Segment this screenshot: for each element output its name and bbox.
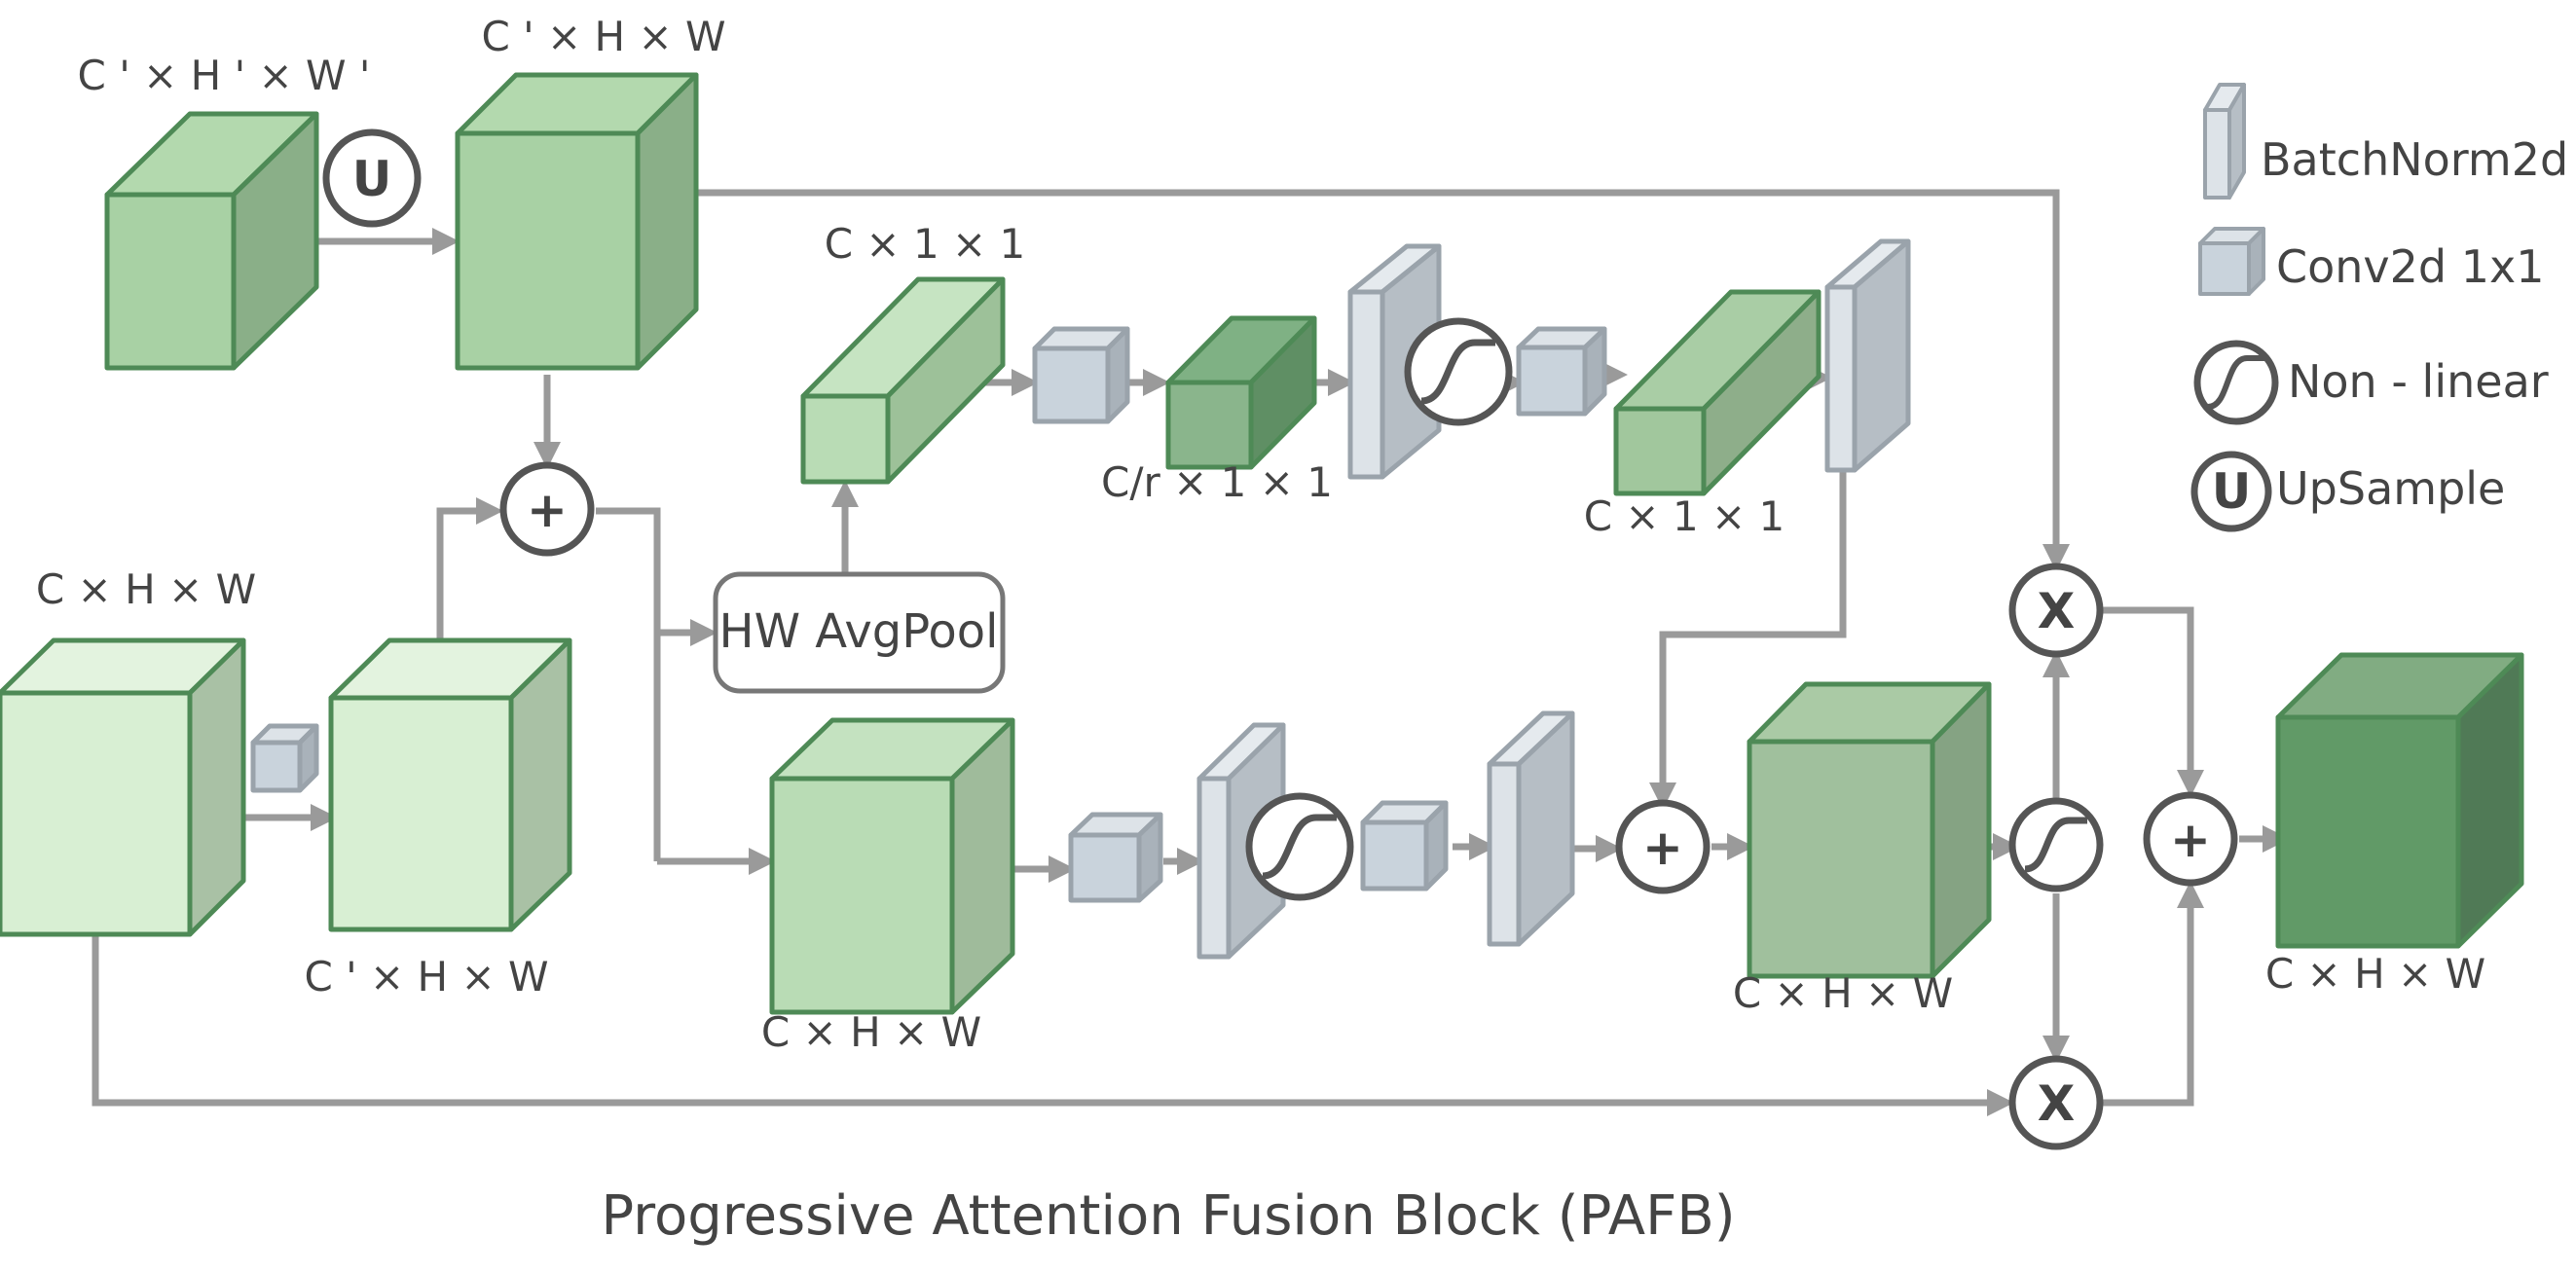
dim-label-upsampled: C ' × H × W	[481, 13, 725, 60]
dim-label-left-input: C × H × W	[36, 565, 256, 613]
line-add-out	[596, 507, 661, 861]
dim-label-pooled: C × 1 × 1	[825, 220, 1026, 268]
dim-label-output: C × H × W	[2265, 950, 2485, 998]
sigmoid-icon	[2008, 797, 2104, 892]
conv-block-4	[1360, 800, 1449, 891]
sigmoid-icon	[1404, 317, 1513, 426]
arrow-bn2-to-add2	[1649, 472, 1847, 810]
svg-text:+: +	[1642, 819, 1683, 876]
dim-label-mid-feature: C × H × W	[761, 1008, 981, 1056]
conv-block-3	[1068, 812, 1163, 903]
legend-batchnorm-label: BatchNorm2d	[2261, 133, 2568, 186]
svg-text:U: U	[352, 151, 392, 207]
legend: BatchNorm2d Conv2d 1x1 Non - linear U Up…	[2190, 83, 2568, 532]
dim-label-reduced: C/r × 1 × 1	[1101, 458, 1333, 506]
pooled-vector	[800, 276, 1006, 485]
dim-label-expanded: C × 1 × 1	[1584, 492, 1785, 540]
arrow-skip-to-multiply-bottom	[92, 936, 2014, 1116]
dim-label-conv-out: C ' × H × W	[304, 953, 548, 1000]
conv-out-cube	[328, 637, 572, 932]
input-cube-left	[0, 637, 246, 937]
output-cube	[2275, 652, 2524, 949]
upsample-icon: U	[2190, 451, 2272, 532]
dim-label-fused-feature: C × H × W	[1733, 969, 1953, 1017]
fused-feature-cube	[1747, 681, 1992, 979]
avgpool-box: HW AvgPool	[713, 571, 1006, 694]
upsample-icon: U	[322, 128, 422, 228]
avgpool-label: HW AvgPool	[718, 604, 998, 659]
svg-text:U: U	[2212, 463, 2252, 520]
arrow-upsampled-to-multiply-top	[667, 189, 2070, 571]
dim-label-top-input: C ' × H ' × W '	[78, 52, 371, 99]
diagram-title: Progressive Attention Fusion Block (PAFB…	[601, 1184, 1735, 1248]
legend-nonlinear-label: Non - linear	[2288, 355, 2549, 408]
arrow-multiply-top-to-add	[2103, 606, 2204, 797]
sigmoid-icon	[2193, 340, 2279, 425]
svg-text:X: X	[2038, 1075, 2076, 1132]
multiply-icon: X	[2008, 1055, 2104, 1150]
conv-block-1	[1032, 326, 1130, 424]
bn-block-2	[1824, 238, 1911, 473]
conv-block-left	[250, 723, 319, 793]
multiply-icon: X	[2008, 563, 2104, 658]
legend-upsample-label: UpSample	[2276, 462, 2505, 515]
batchnorm-icon	[2203, 83, 2246, 200]
svg-text:+: +	[2170, 812, 2211, 868]
bn-block-4	[1487, 710, 1575, 947]
arrow-conv-out-to-add	[436, 497, 503, 672]
svg-text:+: +	[527, 482, 568, 538]
add-icon: +	[1615, 799, 1711, 894]
mid-feature-cube	[769, 717, 1015, 1015]
arrow-multiply-bottom-to-add	[2103, 881, 2204, 1107]
sigmoid-icon	[1245, 792, 1354, 901]
upsampled-cube	[455, 72, 699, 371]
conv-block-2	[1516, 326, 1607, 417]
conv-icon	[2198, 227, 2265, 296]
legend-conv-label: Conv2d 1x1	[2276, 240, 2544, 293]
svg-text:X: X	[2038, 583, 2076, 639]
add-icon: +	[499, 461, 595, 557]
reduced-vector	[1165, 315, 1317, 470]
add-icon: +	[2143, 791, 2238, 887]
expanded-vector	[1613, 289, 1822, 496]
input-cube-top	[104, 111, 319, 371]
